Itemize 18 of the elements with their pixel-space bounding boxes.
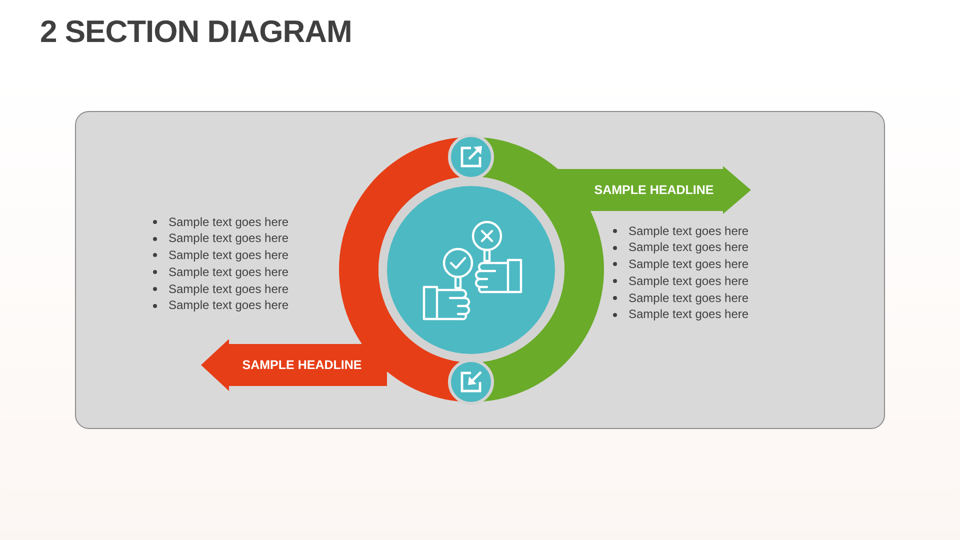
- headline-text: SAMPLE HEADLINE: [594, 182, 714, 198]
- bullet-text: Sample text goes here: [628, 222, 749, 240]
- bullet-text: Sample text goes here: [628, 290, 749, 306]
- bullet-text: Sample text goes here: [168, 297, 289, 314]
- bullet-text: Sample text goes here: [168, 214, 289, 230]
- headline-arrow: [557, 166, 751, 214]
- bullet-text: Sample text goes here: [168, 264, 289, 281]
- slide-title: 2 SECTION DIAGRAM: [40, 15, 352, 50]
- headline-arrow: [201, 339, 387, 391]
- bullet-text: Sample text goes here: [168, 280, 289, 298]
- headline-text: SAMPLE HEADLINE: [242, 358, 362, 372]
- content-panel: [75, 111, 885, 429]
- bullet-text: Sample text goes here: [628, 306, 749, 324]
- bullet-text: Sample text goes here: [168, 230, 289, 248]
- bullet-text: Sample text goes here: [168, 247, 289, 264]
- bullet-text: Sample text goes here: [628, 239, 749, 256]
- bullet-text: Sample text goes here: [628, 272, 749, 290]
- bullet-text: Sample text goes here: [628, 256, 749, 273]
